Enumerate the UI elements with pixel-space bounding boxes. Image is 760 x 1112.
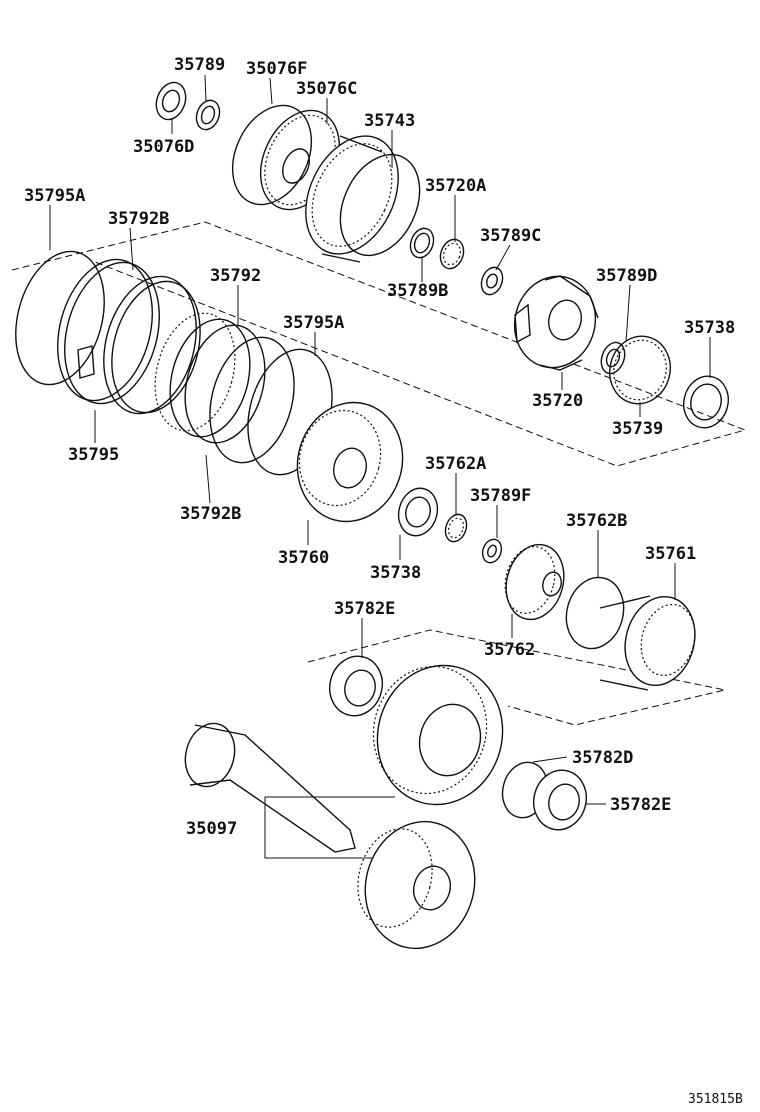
snap-ring-35795A-left: [15, 250, 105, 386]
washer-35789F: [481, 538, 503, 564]
diagram-id: 351815B: [688, 1092, 743, 1107]
callout-35076F: 35076F: [246, 59, 307, 79]
washer-35789C: [480, 266, 504, 296]
callout-35738-bottom: 35738: [370, 563, 421, 583]
drum-35743: [305, 135, 421, 263]
callout-35076D: 35076D: [133, 137, 194, 157]
hub-35760: [296, 401, 404, 523]
bearing-35720A: [439, 238, 465, 270]
callout-35782D: 35782D: [572, 748, 633, 768]
ring-35762B: [565, 576, 625, 650]
callout-35795A-mid: 35795A: [283, 313, 344, 333]
clutch-plate-35792B-lower: [209, 336, 295, 464]
callout-35782E-top: 35782E: [334, 599, 395, 619]
washer-35789B: [409, 227, 435, 259]
leader-lines: [49, 74, 711, 859]
callout-35762B: 35762B: [566, 511, 627, 531]
snap-ring-35076F: [231, 104, 313, 206]
bearing-35762A: [444, 513, 468, 543]
callout-35792B-top: 35792B: [108, 209, 169, 229]
callout-35720: 35720: [532, 391, 583, 411]
gear-35762: [504, 543, 565, 621]
plate-35739: [609, 335, 671, 405]
callout-35761: 35761: [645, 544, 696, 564]
callout-35738-top: 35738: [684, 318, 735, 338]
carrier-35720: [513, 275, 599, 371]
callout-35789C: 35789C: [480, 226, 541, 246]
callout-35762A: 35762A: [425, 454, 486, 474]
plate-35738-lower: [397, 487, 439, 537]
gear-assembly: [372, 664, 504, 806]
callout-35739: 35739: [612, 419, 663, 439]
callout-35789D: 35789D: [596, 266, 657, 286]
bearing-35789: [195, 99, 221, 131]
callout-35789: 35789: [174, 55, 225, 75]
ring-35795: [57, 258, 160, 405]
clutch-plate-35792B-upper: [103, 275, 201, 415]
callout-35792: 35792: [210, 266, 261, 286]
callout-35760: 35760: [278, 548, 329, 568]
callout-labels: 35789 35076F 35076C 35076D 35743 35720A …: [24, 55, 735, 839]
shaft-35097: [184, 722, 356, 853]
washer-35076D: [155, 81, 187, 121]
callout-35792B-bottom: 35792B: [180, 504, 241, 524]
bearing-35782E-right: [533, 769, 587, 831]
drum-35761: [599, 595, 696, 691]
output-gear: [357, 820, 476, 950]
callout-35795A-top: 35795A: [24, 186, 85, 206]
plate-35738-upper: [683, 375, 729, 429]
callout-35762: 35762: [484, 640, 535, 660]
bearing-35782E-left: [329, 655, 383, 717]
callout-35789B: 35789B: [387, 281, 448, 301]
callout-35097: 35097: [186, 819, 237, 839]
clutch-discs-35792: [154, 312, 266, 444]
callout-35720A: 35720A: [425, 176, 486, 196]
group-boundary-upper: [11, 221, 747, 467]
callout-35743: 35743: [364, 111, 415, 131]
callout-35076C: 35076C: [296, 79, 357, 99]
callout-35789F: 35789F: [470, 486, 531, 506]
callout-35795: 35795: [68, 445, 119, 465]
callout-35782E-bottom: 35782E: [610, 795, 671, 815]
